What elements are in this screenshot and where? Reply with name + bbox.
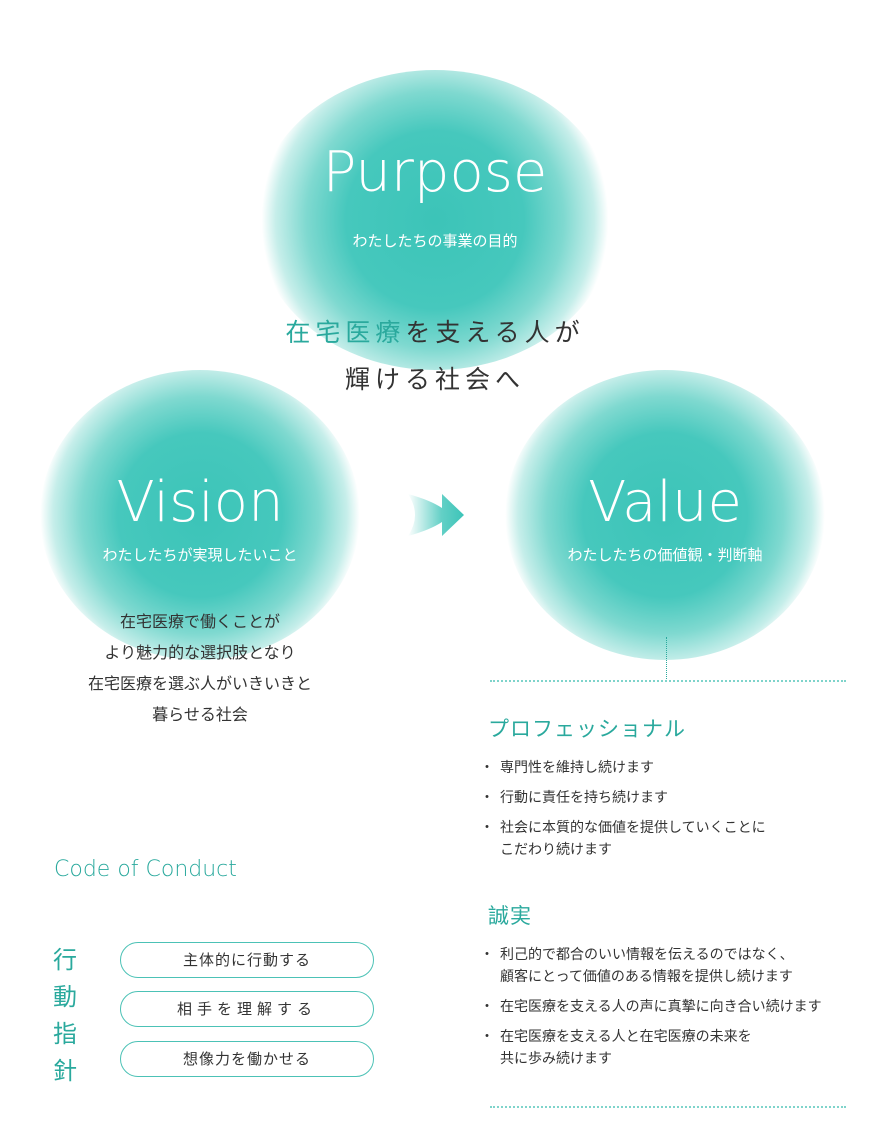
conduct-item-3: 想像力を働かせる [120, 1041, 374, 1077]
list-item: 行動に責任を持ち続けます [480, 787, 864, 809]
list-item: 在宅医療を支える人と在宅医療の未来を 共に歩み続けます [480, 1026, 864, 1070]
value-orb: Value わたしたちの価値観・判断軸 [505, 370, 825, 660]
value-heading-integrity: 誠実 [488, 904, 532, 928]
value-list-integrity: 利己的で都合のいい情報を伝えるのではなく、 顧客にとって価値のある情報を提供し続… [480, 944, 864, 1078]
vertical-char: 指 [53, 1020, 77, 1048]
vision-description-line: より魅力的な選択肢となり [104, 643, 296, 662]
purpose-statement-line-2: 輝ける社会へ [344, 365, 525, 394]
code-of-conduct-title: Code of Conduct [54, 857, 237, 882]
vision-description-line: 在宅医療を選ぶ人がいきいきと [87, 674, 312, 693]
purpose-orb: Purpose わたしたちの事業の目的 [255, 70, 615, 370]
purpose-title: Purpose [322, 140, 548, 205]
value-list-professional: 専門性を維持し続けます 行動に責任を持ち続けます 社会に本質的な価値を提供してい… [480, 757, 864, 869]
purpose-statement-line-1: 在宅医療を支える人が [235, 313, 635, 349]
value-heading-professional: プロフェッショナル [488, 717, 686, 741]
value-divider-top [490, 680, 846, 682]
conduct-item-2: 相手を理解する [120, 991, 374, 1027]
vision-description-line: 在宅医療で働くことが [119, 612, 280, 631]
vision-subtitle: わたしたちが実現したいこと [102, 546, 298, 564]
list-item: 社会に本質的な価値を提供していくことに こだわり続けます [480, 817, 864, 861]
arrow-right-icon [408, 494, 464, 536]
value-connector-line [666, 637, 667, 681]
list-item: 利己的で都合のいい情報を伝えるのではなく、 顧客にとって価値のある情報を提供し続… [480, 944, 864, 988]
purpose-statement-rest: を支える人が [405, 318, 585, 347]
list-item: 専門性を維持し続けます [480, 757, 864, 779]
purpose-statement-accent: 在宅医療 [285, 318, 406, 347]
list-item: 在宅医療を支える人の声に真摯に向き合い続けます [480, 996, 864, 1018]
purpose-subtitle: わたしたちの事業の目的 [352, 232, 518, 250]
vertical-char: 動 [53, 983, 77, 1011]
conduct-item-1: 主体的に行動する [120, 942, 374, 978]
code-of-conduct-vertical-label: 行 動 指 針 [50, 942, 80, 1090]
vision-orb: Vision わたしたちが実現したいこと [40, 370, 360, 660]
vision-title: Vision [116, 470, 284, 535]
vision-description-line: 暮らせる社会 [152, 705, 248, 724]
value-title: Value [588, 470, 742, 535]
value-subtitle: わたしたちの価値観・判断軸 [567, 546, 763, 564]
vision-description: 在宅医療で働くことが より魅力的な選択肢となり 在宅医療を選ぶ人がいきいきと 暮… [50, 606, 350, 730]
value-divider-bottom [490, 1106, 846, 1108]
vertical-char: 針 [53, 1057, 77, 1085]
vertical-char: 行 [53, 946, 77, 974]
